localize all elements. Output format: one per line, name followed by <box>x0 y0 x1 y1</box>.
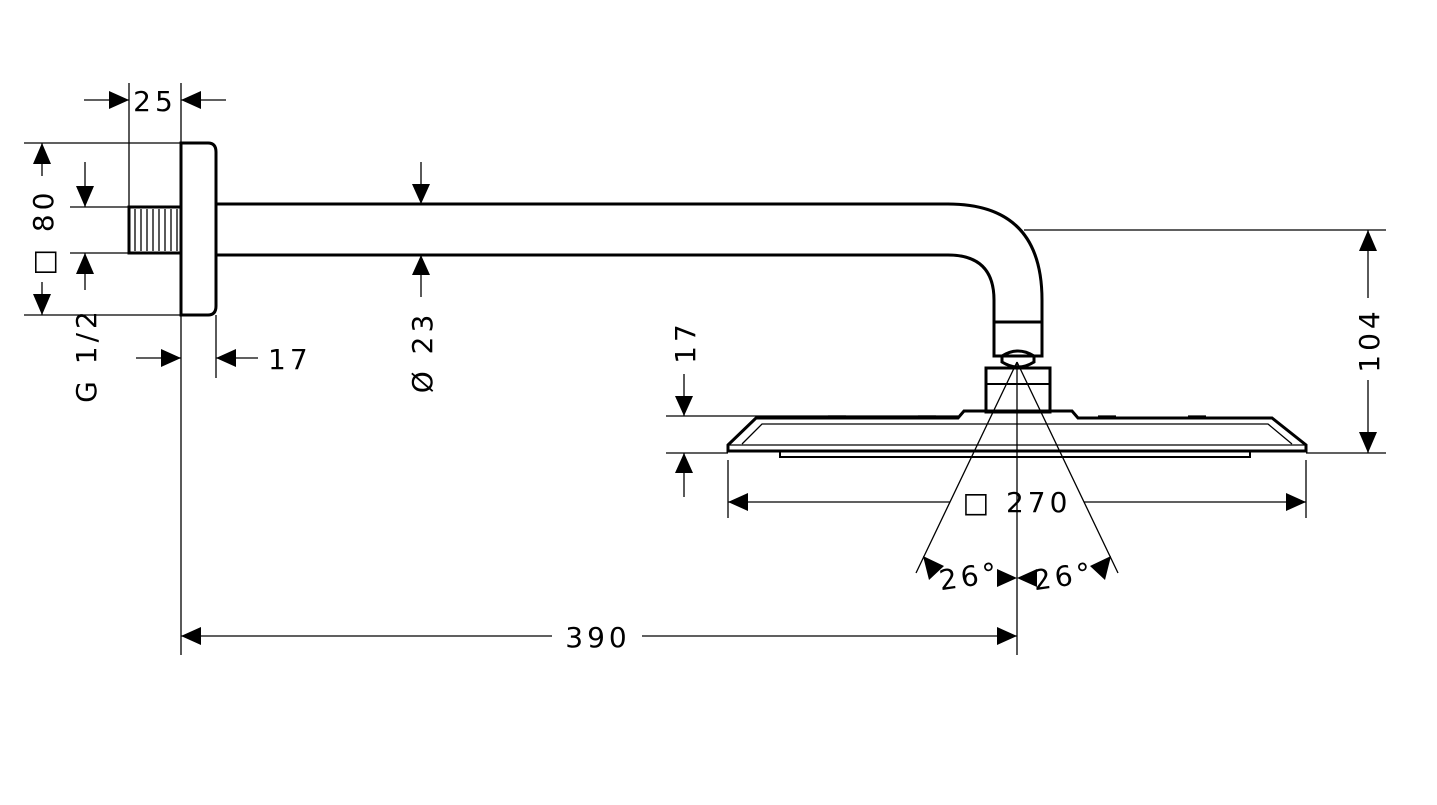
dim-head-square: □ 270 <box>963 486 1072 519</box>
dim-inlet-square: □ 80 <box>27 189 60 276</box>
dimension-arm-projection: 390 <box>181 621 1017 654</box>
dim-spray-angle-right: 26° <box>1031 556 1097 597</box>
extension-lines <box>24 83 1386 655</box>
dimension-arm-diameter: Ø 23 <box>406 162 439 393</box>
dimension-25: 25 <box>84 85 226 118</box>
dim-flange-depth: 17 <box>268 343 312 376</box>
dimension-spray-angles: 26° 26° <box>923 556 1111 597</box>
dimension-head-height: 104 <box>1353 230 1386 453</box>
wall-flange <box>179 141 218 317</box>
dim-arm-projection: 390 <box>565 621 630 654</box>
dim-head-thickness: 17 <box>669 320 702 364</box>
dimension-flange-depth: 17 <box>136 343 312 376</box>
dimension-head-square: □ 270 <box>728 486 1306 519</box>
shower-head <box>726 409 1308 458</box>
shower-arm <box>216 202 1052 414</box>
dimension-inlet: □ 80 <box>27 143 60 315</box>
dim-spray-angle-left: 26° <box>937 556 1003 597</box>
dim-flange-width: 25 <box>133 85 177 118</box>
dimension-thread: G 1/2 <box>70 162 103 403</box>
threaded-inlet <box>127 205 183 255</box>
dim-thread: G 1/2 <box>70 307 103 403</box>
dim-arm-diameter: Ø 23 <box>406 311 439 394</box>
dim-head-height: 104 <box>1353 307 1386 372</box>
dimension-head-thickness: 17 <box>669 320 702 497</box>
spray-angle-lines <box>915 361 1119 655</box>
